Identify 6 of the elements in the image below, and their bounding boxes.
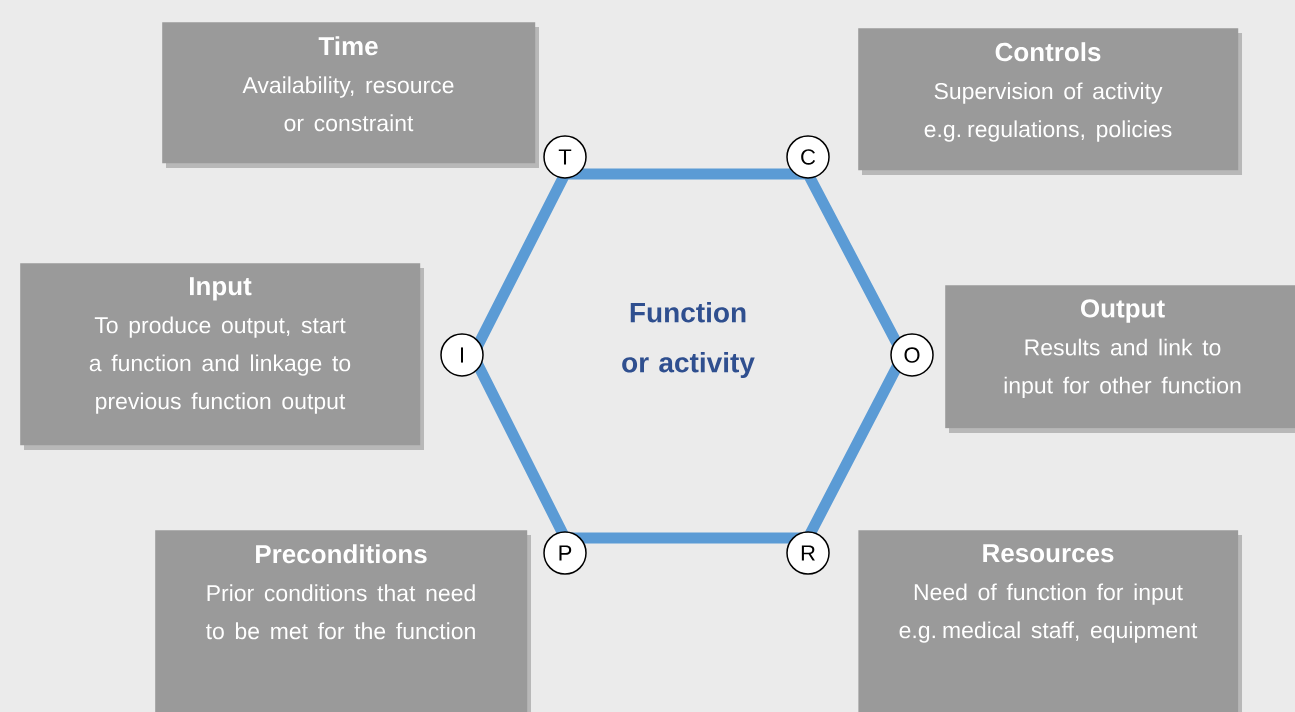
info-box: Controls Supervision of activity e.g. regulations, policies bbox=[858, 28, 1242, 175]
info-box: Output Results and link to input for other function bbox=[945, 285, 1295, 433]
info-box: Time Availability, resource or constraint bbox=[162, 22, 539, 168]
info-box: Preconditions Prior conditions that need to be met for the function bbox=[155, 530, 531, 712]
info-box: Resources Need of function for input e.g. medical staff, equipment bbox=[858, 530, 1242, 712]
info-box: Input To produce output, start a function and linkage to previous function output bbox=[20, 263, 424, 450]
